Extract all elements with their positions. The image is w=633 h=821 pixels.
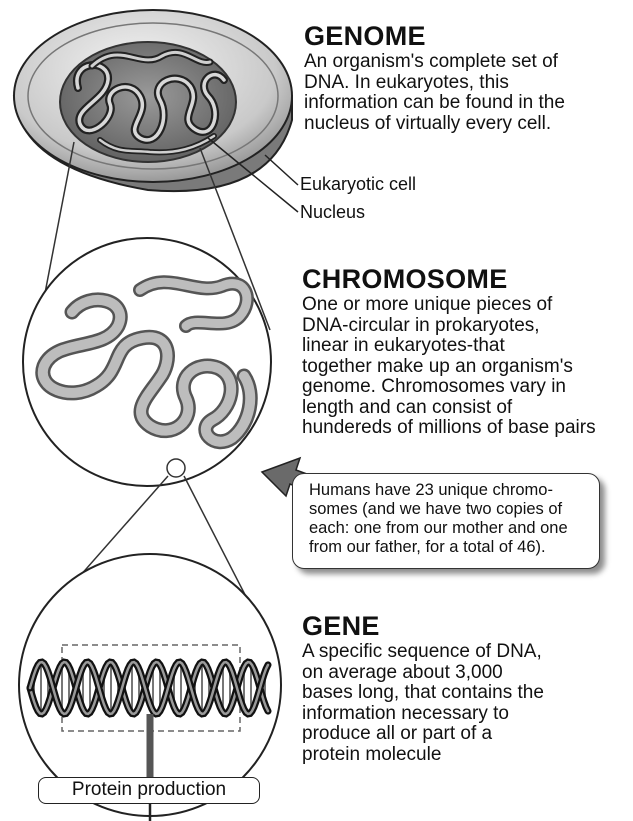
chromosome-section: CHROMOSOME One or more unique pieces of … [302, 265, 596, 439]
gene-line: produce all or part of a [302, 724, 544, 745]
chromosome-title: CHROMOSOME [302, 265, 596, 293]
genome-line: An organism's complete set of [304, 52, 565, 73]
callout-line: each: one from our mother and one [309, 519, 593, 538]
chromosome-line: hundereds of millions of base pairs [302, 418, 596, 439]
chromosome-line: One or more unique pieces of [302, 295, 596, 316]
genome-section: GENOME An organism's complete set of DNA… [304, 22, 565, 134]
gene-line: A specific sequence of DNA, [302, 642, 544, 663]
gene-description: A specific sequence of DNA, on average a… [302, 642, 544, 765]
nucleus-label: Nucleus [300, 202, 365, 222]
callout-line: Humans have 23 unique chromo- [309, 481, 593, 500]
genome-line: information can be found in the [304, 93, 565, 114]
genome-description: An organism's complete set of DNA. In eu… [304, 52, 565, 134]
gene-line: on average about 3,000 [302, 663, 544, 684]
chromosome-line: length and can consist of [302, 398, 596, 419]
protein-production-label: Protein production [38, 777, 260, 804]
callout-line: somes (and we have two copies of [309, 500, 593, 519]
nucleus-illustration [60, 42, 236, 162]
genome-title: GENOME [304, 22, 565, 50]
callout-line: from our father, for a total of 46). [309, 538, 593, 557]
genome-line: nucleus of virtually every cell. [304, 114, 565, 135]
chromosome-line: genome. Chromosomes vary in [302, 377, 596, 398]
gene-title: GENE [302, 612, 544, 640]
genome-line: DNA. In eukaryotes, this [304, 73, 565, 94]
chromosome-circle [23, 238, 271, 486]
gene-section: GENE A specific sequence of DNA, on aver… [302, 612, 544, 765]
gene-line: bases long, that contains the [302, 683, 544, 704]
gene-line: protein molecule [302, 745, 544, 766]
cell-label-leader [265, 155, 298, 185]
eukaryotic-cell-label: Eukaryotic cell [300, 174, 416, 194]
gene-line: information necessary to [302, 704, 544, 725]
chromosome-line: DNA-circular in prokaryotes, [302, 316, 596, 337]
chromosome-line: linear in eukaryotes-that [302, 336, 596, 357]
humans-chromosome-callout: Humans have 23 unique chromo- somes (and… [292, 473, 600, 569]
chromosome-line: together make up an organism's [302, 357, 596, 378]
chromosome-description: One or more unique pieces of DNA-circula… [302, 295, 596, 439]
